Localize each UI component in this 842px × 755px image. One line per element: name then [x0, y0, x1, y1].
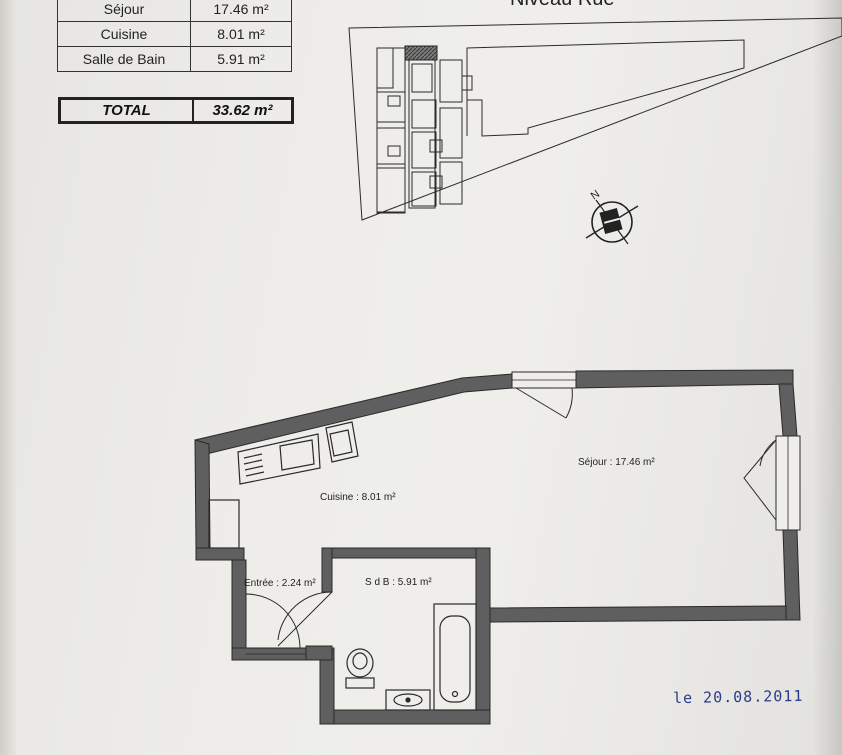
wall-top-slanted [194, 373, 513, 456]
wall-niche-bottom [195, 547, 245, 561]
area-table: Séjour 17.46 m² Cuisine 8.01 m² Salle de… [57, 0, 292, 72]
wall-entree-left [231, 559, 247, 661]
room-label-sdb: S d B : 5.91 m² [365, 577, 432, 588]
site-outline [348, 17, 842, 221]
area-row-label: Cuisine [57, 21, 191, 47]
room-label-sejour: Séjour : 17.46 m² [578, 457, 655, 468]
floor-plan [194, 369, 801, 725]
stove-icon [325, 421, 359, 463]
wall-top-right [575, 369, 794, 389]
window-swing-top [515, 387, 573, 419]
door-swing-entree [245, 593, 301, 649]
wall-sdb-top [321, 547, 491, 559]
page-fold-shadow [812, 0, 842, 755]
site-plan-title: Niveau Rue [510, 0, 615, 11]
north-arrow-icon [585, 199, 639, 245]
area-row: Salle de Bain 5.91 m² [57, 46, 292, 72]
total-value: 33.62 m² [212, 102, 273, 119]
wall-sdb-right [475, 547, 491, 723]
room-label-entree: Entrée : 2.24 m² [244, 578, 316, 589]
wall-sdb-bottom [319, 709, 491, 725]
wall-sdb-left-upper [321, 547, 333, 593]
bathtub-icon [433, 603, 477, 711]
room-label-cuisine: Cuisine : 8.01 m² [320, 492, 396, 503]
site-plan [348, 17, 842, 221]
highlighted-unit [404, 45, 438, 61]
wall-sdb-left-mid [305, 645, 333, 661]
north-label: N [589, 188, 602, 202]
kitchen-niche [208, 499, 240, 549]
wall-right [778, 383, 798, 437]
toilet-icon [345, 648, 375, 689]
wall-left-kitchen [194, 439, 211, 549]
kitchen-sink-icon [237, 433, 321, 485]
area-row-value: 5.91 m² [190, 46, 292, 72]
washbasin-icon [385, 689, 431, 711]
area-row: Cuisine 8.01 m² [57, 21, 292, 47]
total-label: TOTAL [61, 100, 194, 121]
site-inner-block [466, 39, 745, 137]
wall-bottom-sejour [489, 605, 787, 623]
site-units [376, 47, 473, 214]
total-box: TOTAL 33.62 m² [58, 97, 294, 124]
handwritten-date: le 20.08.2011 [672, 686, 804, 708]
window-swing-right [743, 439, 777, 521]
page-edge-shadow [0, 0, 16, 755]
area-row-label: Séjour [57, 0, 191, 22]
door-swing-sdb [277, 591, 333, 647]
